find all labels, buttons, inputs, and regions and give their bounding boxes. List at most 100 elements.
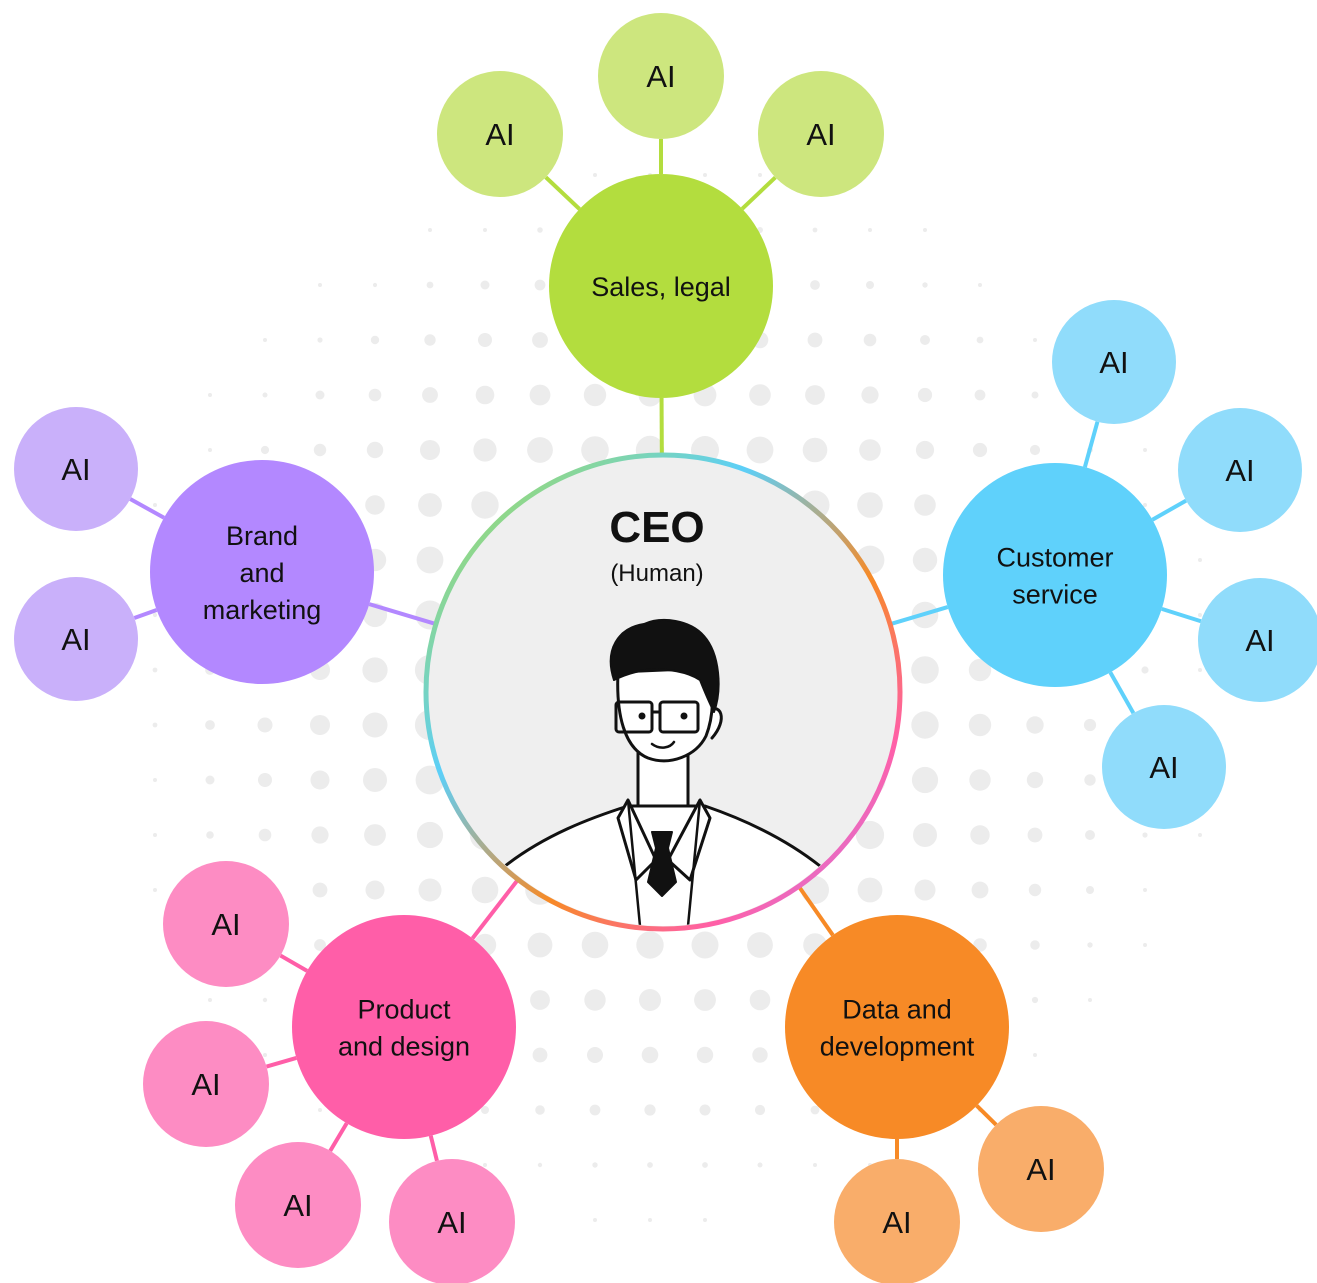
background-dot [703,1218,707,1222]
background-dot [471,491,499,519]
background-dot [639,989,661,1011]
background-dot [483,1163,487,1167]
background-dot [260,445,270,455]
background-dot [424,334,436,346]
department-circle [785,915,1009,1139]
background-dot [478,333,492,347]
background-dot [527,437,553,463]
background-dot [868,228,872,232]
background-dot [694,989,716,1011]
background-dot [647,1162,653,1168]
ai-connector-line [1161,606,1202,624]
ai-node: AI [1102,705,1226,829]
background-dot [699,1104,711,1116]
background-dot [923,228,927,232]
department-circle [292,915,516,1139]
background-dot [855,820,885,850]
background-dot [968,658,992,682]
ai-node-circle [14,577,138,701]
background-dot [370,335,380,345]
background-dot [922,282,928,288]
background-dot [866,281,874,289]
background-dot [593,1218,597,1222]
department-label: development [820,1032,975,1062]
ai-node-circle [1052,300,1176,424]
background-dot [1026,771,1044,789]
ai-node-label: AI [1026,1152,1055,1187]
background-dot [581,436,609,464]
ai-node-label: AI [283,1188,312,1223]
background-dot [972,442,988,458]
background-dot [1198,668,1202,672]
background-dot [913,823,937,847]
ai-node: AI [758,71,884,197]
background-dot [310,715,330,735]
department-label: and design [338,1032,470,1062]
department-circle [150,460,374,684]
background-dot [914,494,936,516]
ai-connector-line [265,1056,297,1069]
background-dot [208,448,212,452]
ai-node-label: AI [806,117,835,152]
background-dot [691,931,719,959]
department-label: Data and [842,995,952,1025]
background-dot [857,492,883,518]
background-dot [208,393,212,397]
background-dot [861,386,879,404]
background-dot [1141,666,1149,674]
ai-node-label: AI [211,907,240,942]
ai-node: AI [437,71,563,197]
background-dot [530,990,550,1010]
background-dot [1198,558,1202,562]
background-dot [426,281,434,289]
background-dot [974,389,986,401]
ai-connector-line [428,1135,439,1162]
background-dot [527,932,553,958]
background-dot [422,387,438,403]
background-dot [911,656,939,684]
background-dot [971,881,989,899]
background-dot [1086,886,1094,894]
ai-node-label: AI [1225,453,1254,488]
background-dot [807,332,823,348]
ai-node-label: AI [437,1205,466,1240]
ai-node-label: AI [61,452,90,487]
background-dot [583,383,607,407]
background-dot [529,384,551,406]
ai-connector-line [328,1122,349,1152]
ai-node-circle [163,861,289,987]
background-dot [364,824,386,846]
background-dot [641,1046,659,1064]
background-dot [587,1047,603,1063]
department-label: Customer [996,543,1113,573]
background-dot [535,1105,545,1115]
department-label: Sales, legal [591,272,731,302]
background-dot [863,333,877,347]
background-dot [749,989,771,1011]
background-dot [746,436,774,464]
ai-node-circle [143,1021,269,1147]
ai-node-circle [834,1159,960,1283]
background-dot [805,385,825,405]
ai-node: AI [1178,408,1302,532]
background-dot [978,283,982,287]
ceo-title: CEO [609,503,704,552]
ceo-connector-line [470,878,520,940]
background-dot [152,722,158,728]
background-dot [581,931,609,959]
ai-node: AI [14,577,138,701]
ai-node-circle [978,1106,1104,1232]
background-dot [1143,888,1147,892]
background-dot [263,338,267,342]
background-dot [206,831,214,839]
ai-node: AI [163,861,289,987]
background-dot [914,879,936,901]
department-label: and [239,558,284,588]
background-dot [757,1162,763,1168]
background-dot [153,503,157,507]
department-circle [549,174,773,398]
ai-connector-line [1082,421,1100,468]
background-dot [318,1108,322,1112]
background-dot [263,1053,267,1057]
